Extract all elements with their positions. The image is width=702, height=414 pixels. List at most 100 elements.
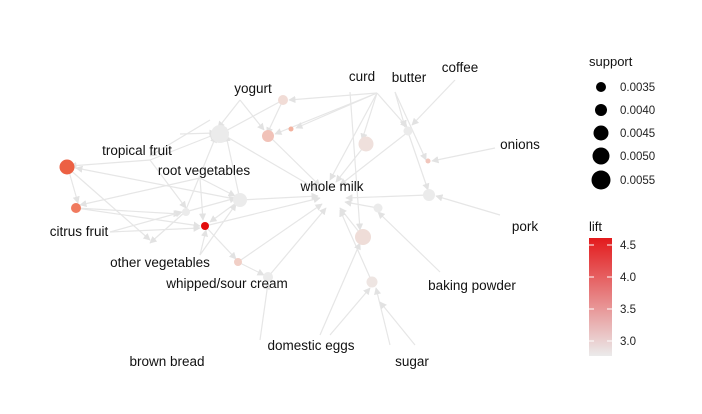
edge <box>377 211 441 273</box>
item-label-curd: curd <box>349 69 375 84</box>
support-legend-key-1 <box>596 82 606 92</box>
edge <box>394 91 407 128</box>
rule-node <box>358 136 374 152</box>
item-label-butter: butter <box>392 70 427 85</box>
edge <box>199 229 208 256</box>
rule-node <box>262 130 274 142</box>
edge <box>259 282 271 341</box>
support-legend-label-4: 0.0050 <box>620 151 655 163</box>
lift-legend-label-3: 3.5 <box>620 304 636 316</box>
rule-node <box>71 203 81 213</box>
edge <box>267 207 327 278</box>
edge <box>319 242 361 336</box>
edge <box>149 133 217 161</box>
rule-node <box>201 222 209 230</box>
lift-legend: lift 4.5 4.0 3.5 3.0 <box>589 219 636 356</box>
item-label-domestic-eggs: domestic eggs <box>267 338 354 353</box>
edge <box>109 210 183 233</box>
lift-legend-label-2: 4.0 <box>620 272 636 284</box>
support-legend-title: support <box>589 54 633 69</box>
edge <box>198 177 207 221</box>
support-legend-key-3 <box>593 125 609 141</box>
edge <box>266 99 284 135</box>
edge <box>149 119 211 157</box>
support-legend-label-1: 0.0035 <box>620 82 655 94</box>
rule-node <box>211 125 229 143</box>
support-legend-label-3: 0.0045 <box>620 128 655 140</box>
edge <box>239 99 265 131</box>
edge <box>223 134 241 201</box>
item-label-sugar: sugar <box>395 354 429 369</box>
item-label-brown-bread: brown bread <box>129 354 204 369</box>
item-label-whole-milk: whole milk <box>299 179 363 194</box>
edge <box>184 196 237 213</box>
edge <box>339 131 409 186</box>
rule-node <box>423 189 435 201</box>
edge <box>344 199 379 209</box>
item-label-baking-powder: baking powder <box>428 278 516 293</box>
rule-node <box>355 229 371 245</box>
edge <box>379 301 416 346</box>
item-label-root-vegetables: root vegetables <box>158 163 251 178</box>
edge <box>266 133 321 187</box>
edge <box>435 194 501 216</box>
edge <box>376 92 408 128</box>
edge <box>179 129 217 137</box>
item-label-tropical-fruit: tropical fruit <box>102 143 172 158</box>
lift-colorbar <box>589 238 612 356</box>
edge <box>335 143 367 183</box>
item-label-onions: onions <box>500 137 540 152</box>
edge <box>345 194 429 202</box>
edge <box>204 225 237 260</box>
support-legend: support 0.0035 0.0040 0.0045 0.0050 0.00… <box>589 54 655 190</box>
rule-node <box>182 208 190 216</box>
edge <box>75 165 241 201</box>
edge <box>339 209 373 283</box>
support-legend-label-2: 0.0040 <box>620 105 655 117</box>
edge <box>407 131 430 191</box>
edge <box>184 135 217 213</box>
edges-layer <box>67 79 501 346</box>
item-label-citrus-fruit: citrus fruit <box>50 224 109 239</box>
rule-node <box>366 276 378 288</box>
edge <box>67 167 151 241</box>
edge <box>109 224 201 233</box>
edge <box>431 147 496 164</box>
item-label-other-vegetables: other vegetables <box>110 255 210 270</box>
rule-node <box>233 193 247 207</box>
rule-node <box>59 159 75 175</box>
rule-nodes-layer <box>59 95 435 288</box>
rule-node <box>425 158 431 164</box>
item-label-yogurt: yogurt <box>234 81 272 96</box>
lift-legend-title: lift <box>589 219 602 234</box>
edge <box>295 92 378 129</box>
support-legend-key-4 <box>592 147 610 165</box>
edge <box>199 177 236 197</box>
edge <box>239 192 319 201</box>
edge <box>199 203 237 256</box>
edge <box>79 177 201 208</box>
support-legend-key-2 <box>595 104 607 116</box>
lift-legend-label-4: 3.0 <box>620 336 636 348</box>
edge <box>69 159 151 170</box>
edge <box>329 287 371 336</box>
edge <box>394 91 427 161</box>
edge <box>217 99 241 129</box>
item-label-pork: pork <box>512 219 539 234</box>
edge <box>149 159 187 209</box>
edge <box>411 79 456 126</box>
edge <box>237 203 323 263</box>
edge <box>360 92 378 141</box>
rule-node <box>263 272 273 282</box>
rule-node <box>403 126 413 136</box>
item-label-whipped-sour-cream: whipped/sour cream <box>165 276 288 291</box>
edge <box>237 261 265 276</box>
rule-node <box>288 126 294 132</box>
edge <box>75 207 201 229</box>
edge <box>221 133 319 191</box>
edge <box>75 207 181 218</box>
support-legend-label-5: 0.0055 <box>620 175 655 187</box>
edge <box>288 92 378 104</box>
edge <box>374 287 391 346</box>
